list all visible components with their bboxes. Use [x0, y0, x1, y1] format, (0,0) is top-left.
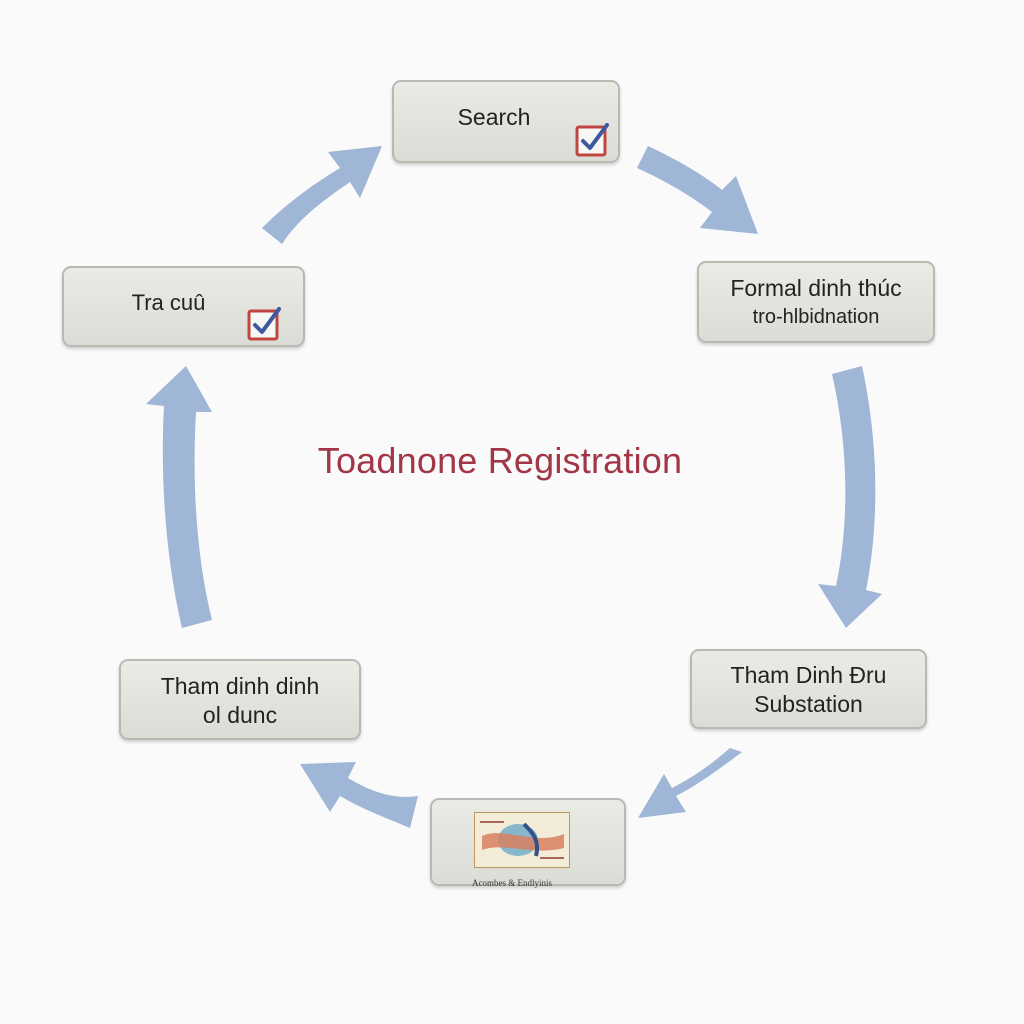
- arrow-search-to-formal: [637, 146, 758, 234]
- step-search: Search: [392, 80, 620, 163]
- step-tracuu-label: Tra cuû: [131, 289, 206, 315]
- step-substation: Tham Dinh Đru Substation: [690, 649, 927, 729]
- diagram-title: Toadnone Registration: [317, 440, 683, 481]
- document-illustration-icon: [474, 812, 570, 868]
- arrow-formal-to-substation: [818, 366, 882, 628]
- step-olduc-line1: Tham dinh dinh: [160, 672, 320, 699]
- step-formal-line2: tro-hlbidnation: [752, 306, 880, 328]
- arrow-substation-to-image: [638, 748, 742, 818]
- step-olduc-line2: ol dunc: [202, 701, 278, 728]
- checkbox-check-icon: [247, 307, 281, 341]
- step-image-caption-bottom: Acombes & Endlyinis: [472, 878, 552, 888]
- step-tracuu: Tra cuû: [62, 266, 305, 347]
- step-formal: Formal dinh thúc tro-hlbidnation: [697, 261, 935, 343]
- step-substation-line2: Substation: [754, 691, 863, 717]
- step-search-label: Search: [457, 103, 531, 130]
- arrow-image-to-olduc: [300, 762, 418, 828]
- arrow-olduc-to-tracuu: [146, 366, 212, 628]
- checkbox-check-icon: [575, 123, 609, 157]
- step-olduc: Tham dinh dinh ol dunc: [119, 659, 361, 740]
- step-substation-line1: Tham Dinh Đru: [730, 662, 887, 688]
- step-image: Czaslyines Acombes & Endlyinis: [430, 798, 626, 888]
- arrow-tracuu-to-search: [262, 146, 382, 244]
- step-formal-line1: Formal dinh thúc: [730, 275, 902, 301]
